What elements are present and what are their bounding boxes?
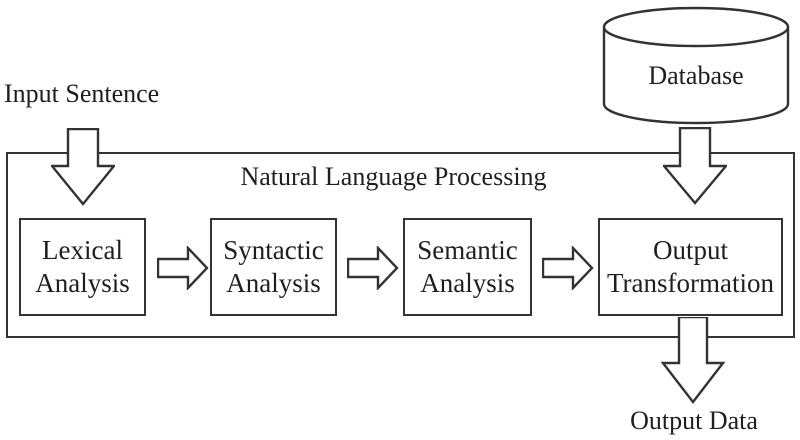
nlp-container-box <box>6 152 795 338</box>
output-down-arrow-icon <box>661 317 725 404</box>
stage-label-output-transformation: Output Transformation <box>607 235 774 298</box>
database-cylinder-icon <box>602 6 790 125</box>
right-arrow-icon-1 <box>157 246 209 290</box>
stage-label-lexical-analysis: Lexical Analysis <box>35 235 130 298</box>
stage-label-semantic-analysis: Semantic Analysis <box>417 235 518 298</box>
stage-box-output-transformation: Output Transformation <box>598 218 783 316</box>
database-label: Database <box>648 61 744 90</box>
right-arrow-icon-3 <box>542 246 594 290</box>
stage-box-lexical-analysis: Lexical Analysis <box>19 218 146 316</box>
stage-label-syntactic-analysis: Syntactic Analysis <box>223 235 324 298</box>
right-arrow-icon-2 <box>347 246 399 290</box>
database-down-arrow-icon <box>663 127 727 205</box>
stage-box-semantic-analysis: Semantic Analysis <box>403 218 532 316</box>
output-data-label: Output Data <box>630 406 758 435</box>
stage-box-syntactic-analysis: Syntactic Analysis <box>210 218 337 316</box>
input-down-arrow-icon <box>51 128 115 206</box>
nlp-container-title: Natural Language Processing <box>240 162 547 191</box>
input-sentence-label: Input Sentence <box>4 79 160 108</box>
